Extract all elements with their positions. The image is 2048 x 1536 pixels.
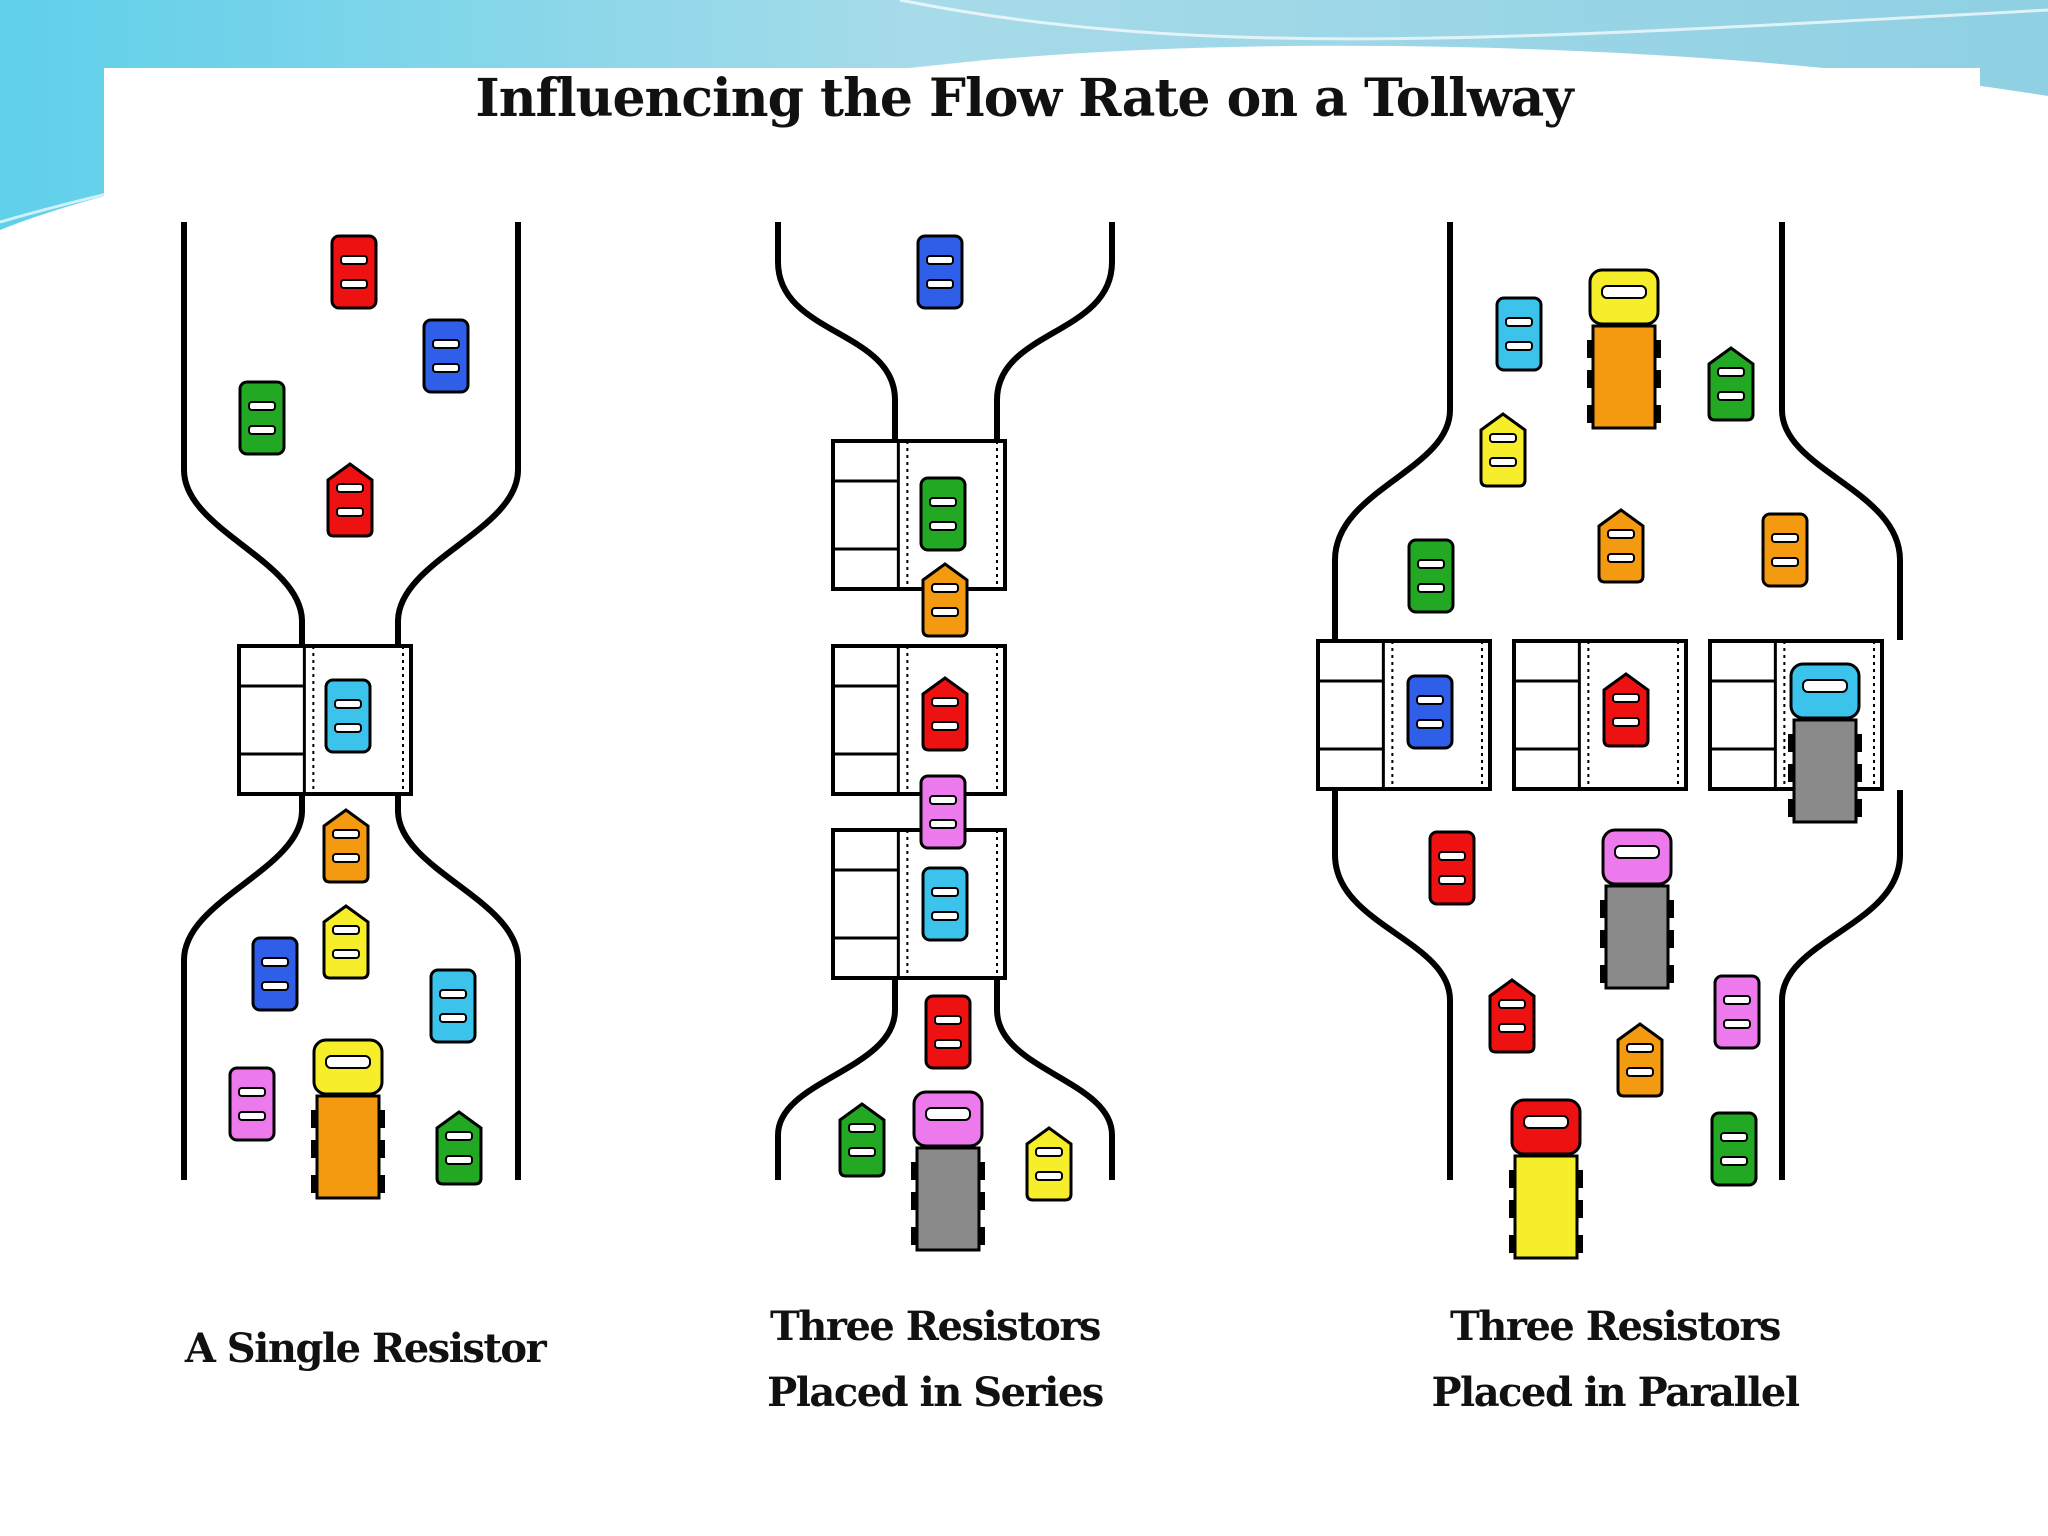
caption-series-line1: Three Resistors xyxy=(770,1303,1101,1350)
caption-parallel-line2: Placed in Parallel xyxy=(1431,1369,1800,1416)
car xyxy=(1616,1022,1664,1098)
car xyxy=(251,936,299,1012)
car xyxy=(1025,1126,1073,1202)
caption-parallel-line1: Three Resistors xyxy=(1450,1303,1781,1350)
truck xyxy=(1600,828,1674,990)
car xyxy=(916,234,964,310)
car xyxy=(330,234,378,310)
caption-series: Three Resistors Placed in Series xyxy=(730,1294,1140,1426)
car xyxy=(1602,672,1650,748)
page-title: Influencing the Flow Rate on a Tollway xyxy=(475,68,1573,129)
car xyxy=(429,968,477,1044)
car xyxy=(1495,296,1543,372)
road-edge xyxy=(1779,222,1903,640)
car xyxy=(324,678,372,754)
road-edge xyxy=(994,222,1115,440)
car xyxy=(228,1066,276,1142)
road-edge xyxy=(395,222,521,645)
car xyxy=(1479,412,1527,488)
road-edge xyxy=(1332,790,1453,1180)
toll-booth xyxy=(831,439,1007,591)
car xyxy=(1713,974,1761,1050)
toll-booth xyxy=(831,828,1007,980)
road-edge xyxy=(994,980,1115,1180)
car xyxy=(322,904,370,980)
car xyxy=(1597,508,1645,584)
car xyxy=(422,318,470,394)
car xyxy=(919,476,967,552)
road-edge xyxy=(1779,790,1903,1180)
truck xyxy=(1788,662,1862,824)
road-edge xyxy=(775,980,898,1180)
car xyxy=(1761,512,1809,588)
toll-booth xyxy=(1316,639,1492,791)
vehicles xyxy=(228,234,1862,1260)
truck xyxy=(1587,268,1661,430)
toll-booth xyxy=(1512,639,1688,791)
caption-single-resistor: A Single Resistor xyxy=(160,1316,570,1382)
car xyxy=(1710,1111,1758,1187)
car xyxy=(1407,538,1455,614)
car xyxy=(1707,346,1755,422)
truck xyxy=(1509,1098,1583,1260)
car xyxy=(921,676,969,752)
car xyxy=(322,808,370,884)
car xyxy=(921,866,969,942)
car xyxy=(435,1110,483,1186)
toll-booth xyxy=(831,644,1007,796)
road-edge xyxy=(1332,222,1453,640)
car xyxy=(238,380,286,456)
roads xyxy=(181,222,1903,1180)
car xyxy=(924,994,972,1070)
car xyxy=(1488,978,1536,1054)
truck xyxy=(311,1038,385,1200)
truck xyxy=(911,1090,985,1252)
car xyxy=(919,774,967,850)
car xyxy=(326,462,374,538)
caption-single-text: A Single Resistor xyxy=(184,1325,547,1372)
road-edge xyxy=(775,222,898,440)
car xyxy=(838,1102,886,1178)
caption-parallel: Three Resistors Placed in Parallel xyxy=(1400,1294,1830,1426)
car xyxy=(1428,830,1476,906)
car xyxy=(1406,674,1454,750)
road-edge xyxy=(181,222,305,645)
road-edge xyxy=(395,792,521,1180)
caption-series-line2: Placed in Series xyxy=(767,1369,1104,1416)
road-edge xyxy=(181,792,305,1180)
car xyxy=(921,562,969,638)
